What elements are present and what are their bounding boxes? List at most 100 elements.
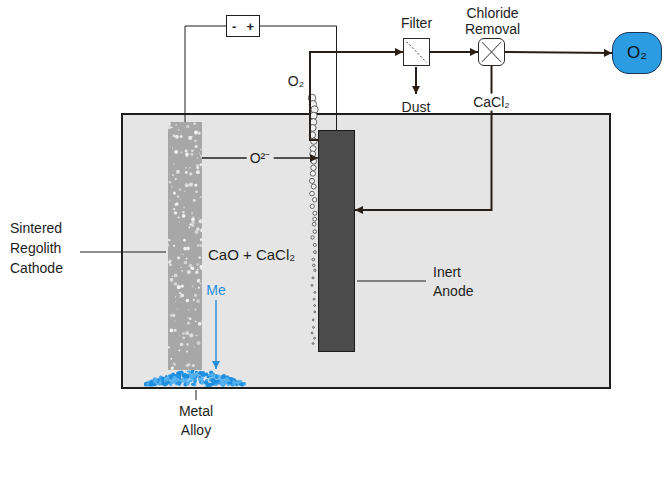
- metal-grain: [238, 381, 240, 383]
- metal-grain: [162, 382, 166, 386]
- speck: [187, 317, 188, 318]
- bubble: [314, 311, 316, 313]
- metal-grain: [157, 381, 159, 383]
- speck: [177, 195, 180, 198]
- speck: [173, 208, 175, 210]
- bubble: [312, 198, 316, 202]
- speck: [187, 270, 191, 274]
- metal-grain: [151, 382, 153, 384]
- speck: [183, 206, 185, 208]
- speck: [175, 296, 176, 297]
- speck: [195, 132, 197, 134]
- bubble: [310, 191, 315, 196]
- gas-label: O₂: [288, 72, 304, 90]
- speck: [195, 190, 197, 192]
- speck: [175, 301, 176, 302]
- speck: [199, 219, 203, 223]
- speck: [188, 136, 192, 140]
- speck: [183, 336, 186, 339]
- speck: [200, 244, 203, 247]
- metal-grain: [154, 378, 158, 382]
- electrolysis-cell: CaO + CaCl₂Sintered Regolith CathodeIner…: [122, 114, 610, 388]
- speck: [174, 150, 178, 154]
- speck: [168, 239, 170, 242]
- speck: [200, 238, 202, 241]
- bubble: [312, 258, 315, 261]
- metal-grain: [198, 379, 200, 381]
- speck: [180, 343, 184, 347]
- speck: [172, 147, 173, 148]
- bubble: [313, 298, 315, 300]
- filter-box: Filter: [403, 38, 430, 66]
- speck: [200, 149, 202, 151]
- speck: [186, 247, 190, 251]
- filter-media: [407, 42, 427, 63]
- speck: [182, 254, 184, 256]
- speck: [195, 309, 197, 311]
- power-wire: [185, 26, 226, 122]
- speck: [197, 244, 200, 247]
- metal-grain: [177, 382, 181, 386]
- speck: [181, 253, 182, 254]
- speck: [175, 202, 178, 205]
- metal-grain: [165, 376, 169, 380]
- metal-grain: [204, 381, 207, 384]
- speck: [194, 130, 198, 134]
- speck: [198, 322, 202, 326]
- speck: [170, 329, 174, 333]
- dust-arrow: [415, 67, 417, 94]
- metal-grain: [186, 382, 190, 386]
- speck: [176, 170, 180, 174]
- regolith-texture: [168, 122, 202, 370]
- salt-return-pipe: [355, 66, 492, 210]
- speck: [198, 287, 200, 289]
- speck: [174, 365, 175, 366]
- bubble: [311, 184, 316, 189]
- speck: [178, 349, 180, 351]
- power-wire: [260, 26, 337, 130]
- metal-grain: [146, 383, 148, 385]
- speck: [194, 294, 197, 297]
- speck: [169, 181, 171, 183]
- metal-grain: [193, 381, 195, 383]
- speck: [200, 229, 202, 232]
- metal-grain: [207, 376, 209, 378]
- speck: [173, 192, 176, 195]
- bubble: [313, 264, 315, 266]
- edge-label: CaCl₂: [470, 94, 513, 111]
- bubble: [313, 327, 315, 329]
- leader-line: [80, 252, 166, 253]
- gas-pipe: [430, 51, 478, 53]
- bubble: [312, 343, 314, 345]
- terminal-sign: +: [246, 20, 254, 33]
- speck: [189, 264, 193, 268]
- bubble: [311, 165, 316, 170]
- metal-grain: [178, 371, 182, 375]
- speck: [170, 314, 173, 317]
- metal-grain: [238, 380, 242, 384]
- speck: [179, 188, 182, 191]
- metal-grain: [235, 384, 238, 387]
- speck: [179, 292, 182, 295]
- metal-grain: [147, 384, 149, 386]
- filter-symbol: [404, 39, 429, 65]
- terminal-sign: -: [232, 20, 236, 33]
- metal-symbol: Me: [206, 281, 225, 299]
- speck: [192, 285, 194, 287]
- bubble: [313, 217, 317, 221]
- speck: [168, 181, 169, 182]
- speck: [171, 367, 173, 369]
- speck: [174, 274, 178, 278]
- speck: [199, 152, 200, 153]
- metal-grain: [170, 383, 172, 385]
- speck: [193, 347, 194, 348]
- metal-grain: [157, 380, 161, 384]
- speck: [172, 174, 174, 176]
- bubble: [313, 243, 316, 246]
- bubble: [314, 305, 316, 307]
- speck: [178, 216, 180, 218]
- speck: [171, 186, 173, 188]
- anode: Inert Anode: [318, 130, 355, 352]
- edge-label: O²⁻: [247, 150, 274, 167]
- speck: [200, 265, 202, 269]
